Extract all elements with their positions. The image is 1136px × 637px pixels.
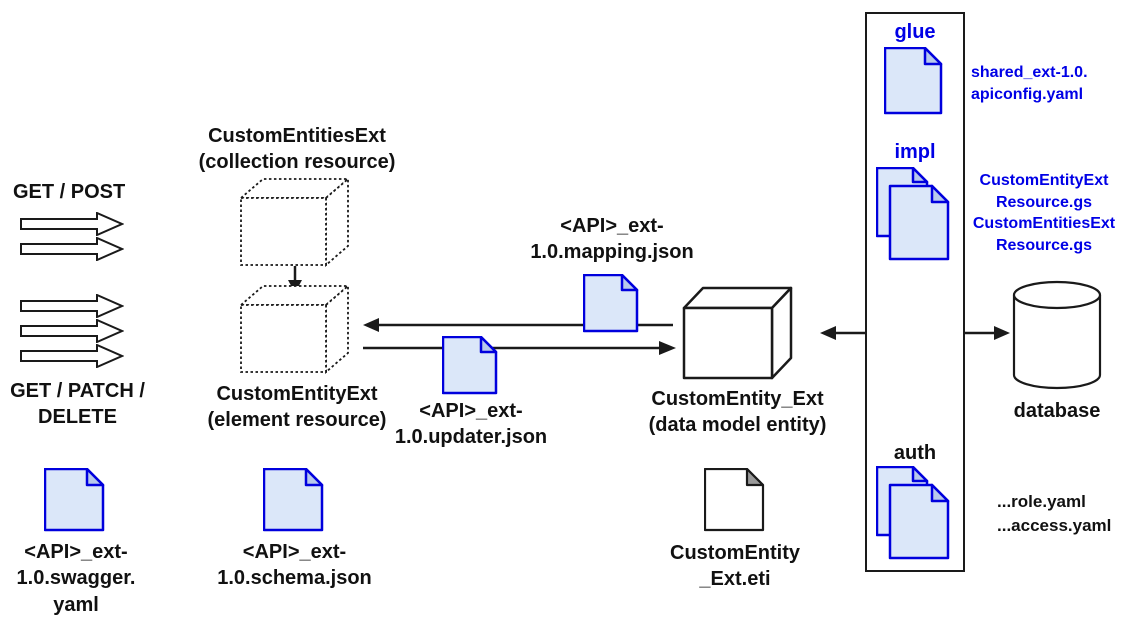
get-patch-delete-label: GET / PATCH / DELETE bbox=[10, 380, 145, 429]
schema-file-label: <API>_ext- 1.0.schema.json bbox=[217, 541, 372, 590]
auth-section-label: auth bbox=[893, 442, 937, 464]
element-resource-cube-icon bbox=[240, 284, 351, 374]
request-arrow-icon bbox=[20, 294, 124, 318]
auth-files-label: ...role.yaml ...access.yaml bbox=[997, 492, 1112, 535]
mapping-file-label: <API>_ext- 1.0.mapping.json bbox=[530, 215, 694, 264]
data-model-cube-icon bbox=[682, 286, 793, 380]
impl-section-label: impl bbox=[894, 141, 936, 163]
schema-file-icon bbox=[263, 468, 324, 532]
collection-resource-cube-icon bbox=[240, 177, 351, 267]
data-model-label: CustomEntity_Ext (data model entity) bbox=[648, 388, 827, 437]
updater-file-icon bbox=[442, 336, 498, 395]
updater-arrow-icon bbox=[363, 341, 676, 355]
box-to-entity-arrow-icon bbox=[820, 326, 865, 340]
collection-resource-label: CustomEntitiesExt (collection resource) bbox=[198, 125, 396, 174]
eti-file-label: CustomEntity _Ext.eti bbox=[670, 542, 800, 591]
swagger-file-icon bbox=[44, 468, 105, 532]
glue-files-label: shared_ext-1.0. apiconfig.yaml bbox=[971, 64, 1088, 103]
glue-section-label: glue bbox=[894, 21, 936, 43]
mapping-file-icon bbox=[583, 274, 639, 333]
eti-file-icon bbox=[704, 468, 765, 532]
updater-file-label: <API>_ext- 1.0.updater.json bbox=[394, 400, 548, 449]
database-icon bbox=[1012, 280, 1102, 390]
get-post-label: GET / POST bbox=[13, 181, 126, 203]
box-to-database-arrow-icon bbox=[965, 326, 1010, 340]
auth-files-icon bbox=[876, 466, 950, 560]
element-resource-label: CustomEntityExt (element resource) bbox=[207, 383, 387, 432]
request-arrow-icon bbox=[20, 237, 124, 261]
glue-file-icon bbox=[884, 47, 943, 115]
request-arrow-icon bbox=[20, 344, 124, 368]
database-label: database bbox=[1013, 400, 1101, 422]
impl-files-label: CustomEntityExt Resource.gs CustomEntiti… bbox=[972, 172, 1116, 254]
impl-files-icon bbox=[876, 167, 950, 261]
request-arrow-icon bbox=[20, 319, 124, 343]
request-arrow-icon bbox=[20, 212, 124, 236]
swagger-file-label: <API>_ext- 1.0.swagger. yaml bbox=[16, 541, 136, 616]
